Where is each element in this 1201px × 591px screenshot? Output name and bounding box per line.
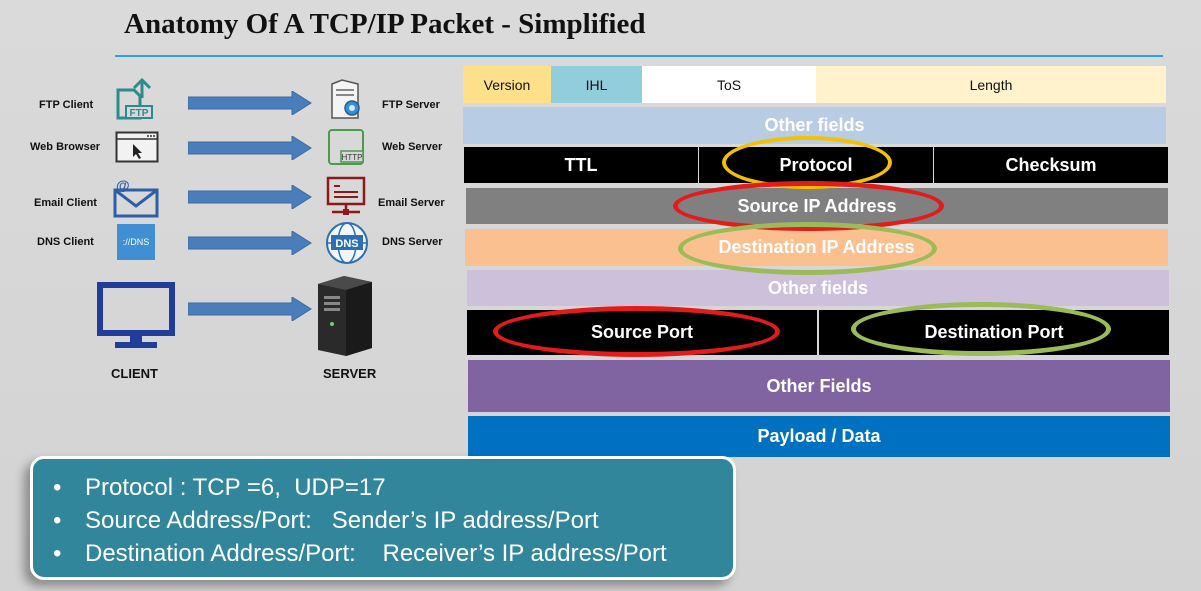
email-server-icon — [326, 176, 366, 223]
arrow-web — [187, 135, 312, 165]
title-divider — [115, 55, 1163, 57]
server-label: SERVER — [323, 366, 377, 381]
monitor-icon — [97, 282, 175, 355]
ftp-icon: FTP — [112, 76, 160, 129]
destination-ip-highlight-ring — [678, 222, 937, 275]
http-server-icon: HTTP — [327, 128, 365, 171]
field-other-fields-3: Other Fields — [468, 360, 1170, 412]
browser-window-icon — [115, 131, 159, 168]
client-label: CLIENT — [111, 366, 158, 381]
arrow-ftp — [187, 90, 312, 120]
source-port-highlight-ring — [493, 306, 780, 357]
field-length: Length — [816, 66, 1166, 103]
dns-globe-icon: DNS — [325, 221, 369, 270]
email-server-label: Email Server — [378, 197, 445, 209]
note-protocol: Protocol : TCP =6, UDP=17 — [53, 471, 733, 504]
ftp-server-icon — [328, 78, 364, 125]
email-icon: @ — [112, 176, 160, 223]
dns-client-icon-text: ://DNS — [123, 237, 150, 247]
http-icon-text: HTTP — [342, 153, 363, 162]
field-other-fields-2: Other fields — [467, 270, 1169, 306]
arrow-client-server — [187, 296, 312, 326]
arrow-dns — [187, 230, 312, 260]
web-server-label: Web Server — [382, 141, 443, 153]
field-tos: ToS — [642, 66, 816, 103]
ftp-icon-text: FTP — [130, 108, 149, 119]
field-payload: Payload / Data — [468, 416, 1170, 457]
note-source: Source Address/Port: Sender’s IP address… — [53, 504, 733, 537]
dns-server-label: DNS Server — [382, 236, 443, 248]
ftp-server-label: FTP Server — [382, 99, 440, 111]
field-ihl: IHL — [551, 66, 642, 103]
email-client-label: Email Client — [34, 197, 97, 209]
server-tower-icon — [314, 274, 376, 363]
dns-client-icon: ://DNS — [117, 224, 155, 265]
web-browser-label: Web Browser — [30, 141, 101, 153]
dns-client-label: DNS Client — [37, 236, 94, 248]
destination-port-highlight-ring — [851, 302, 1111, 356]
arrow-email — [187, 184, 312, 214]
notes-callout: Protocol : TCP =6, UDP=17 Source Address… — [30, 456, 736, 580]
field-checksum: Checksum — [934, 147, 1168, 183]
field-version: Version — [463, 66, 551, 103]
page-title: Anatomy Of A TCP/IP Packet - Simplified — [124, 8, 646, 40]
dns-globe-icon-text: DNS — [335, 238, 358, 250]
ftp-client-label: FTP Client — [39, 99, 94, 111]
field-ttl: TTL — [464, 147, 698, 183]
note-destination: Destination Address/Port: Receiver’s IP … — [53, 537, 733, 570]
